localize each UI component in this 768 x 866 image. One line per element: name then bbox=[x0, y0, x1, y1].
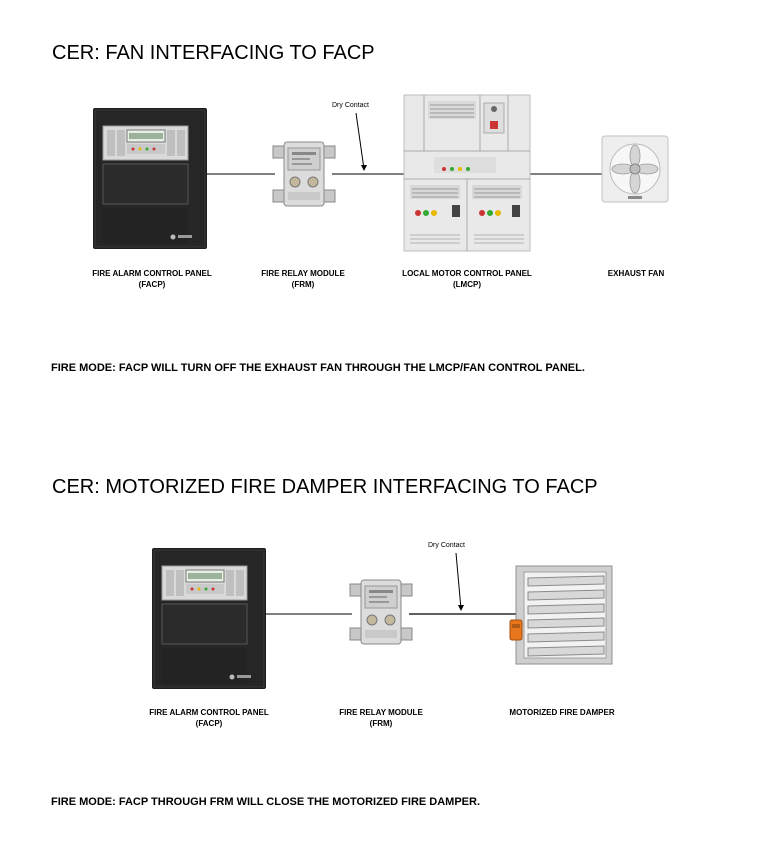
caption-frm: FIRE RELAY MODULE (FRM) bbox=[261, 268, 345, 290]
dry-contact-arrowhead-2 bbox=[458, 605, 464, 611]
caption-lmcp-line1: LOCAL MOTOR CONTROL PANEL bbox=[402, 269, 532, 278]
section2-title: CER: MOTORIZED FIRE DAMPER INTERFACING T… bbox=[52, 476, 598, 498]
caption-frm2-line2: (FRM) bbox=[369, 719, 393, 728]
section1-fire-mode: FIRE MODE: FACP WILL TURN OFF THE EXHAUS… bbox=[51, 362, 585, 374]
motor-control-panel-icon bbox=[403, 94, 531, 252]
relay-module-icon bbox=[272, 141, 336, 207]
caption-fan-line1: EXHAUST FAN bbox=[607, 269, 665, 278]
caption-damper: MOTORIZED FIRE DAMPER bbox=[509, 707, 614, 718]
caption-facp-2: FIRE ALARM CONTROL PANEL (FACP) bbox=[149, 707, 268, 729]
dry-contact-arrow-shaft-2 bbox=[455, 552, 462, 610]
caption-facp-line2: (FACP) bbox=[138, 280, 166, 289]
fire-damper-icon bbox=[509, 565, 613, 665]
caption-exhaust-fan: EXHAUST FAN bbox=[608, 268, 664, 279]
caption-lmcp-line2: (LMCP) bbox=[452, 280, 481, 289]
caption-facp: FIRE ALARM CONTROL PANEL (FACP) bbox=[92, 268, 211, 290]
section2-fire-mode: FIRE MODE: FACP THROUGH FRM WILL CLOSE T… bbox=[51, 796, 480, 808]
caption-damper-line1: MOTORIZED FIRE DAMPER bbox=[509, 708, 615, 717]
dry-contact-arrowhead bbox=[361, 165, 367, 171]
caption-frm-line2: (FRM) bbox=[291, 280, 315, 289]
fire-alarm-panel-icon bbox=[152, 548, 266, 689]
caption-frm2-line1: FIRE RELAY MODULE bbox=[339, 708, 423, 717]
dry-contact-label: Dry Contact bbox=[332, 102, 369, 109]
dry-contact-label-2: Dry Contact bbox=[428, 542, 465, 549]
caption-lmcp: LOCAL MOTOR CONTROL PANEL (LMCP) bbox=[402, 268, 532, 290]
caption-frm-2: FIRE RELAY MODULE (FRM) bbox=[339, 707, 423, 729]
caption-facp2-line1: FIRE ALARM CONTROL PANEL bbox=[149, 708, 269, 717]
exhaust-fan-icon bbox=[601, 135, 669, 203]
dry-contact-arrow-shaft bbox=[355, 112, 365, 170]
caption-facp2-line2: (FACP) bbox=[195, 719, 223, 728]
caption-frm-line1: FIRE RELAY MODULE bbox=[261, 269, 345, 278]
section1-title: CER: FAN INTERFACING TO FACP bbox=[52, 42, 375, 64]
relay-module-icon bbox=[349, 579, 413, 645]
fire-alarm-panel-icon bbox=[93, 108, 207, 249]
caption-facp-line1: FIRE ALARM CONTROL PANEL bbox=[92, 269, 212, 278]
